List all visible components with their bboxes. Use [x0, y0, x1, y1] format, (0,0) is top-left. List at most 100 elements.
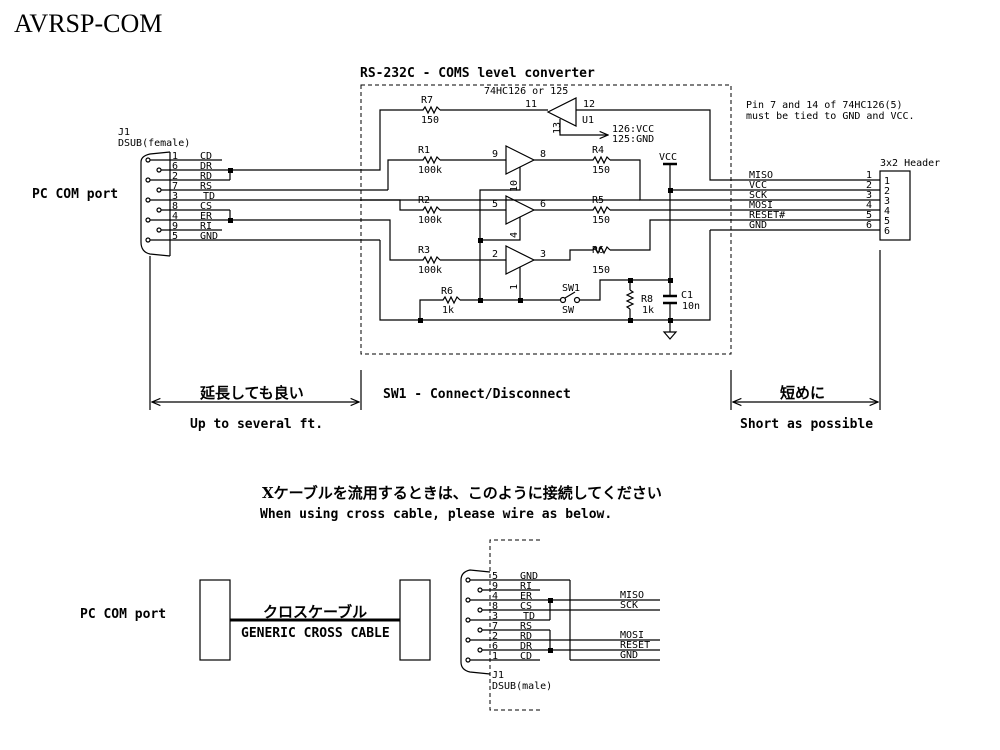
svg-text:CS: CS: [520, 601, 532, 612]
svg-text:SCK: SCK: [620, 600, 638, 611]
header-label: 3x2 Header: [880, 158, 940, 169]
svg-text:1k: 1k: [442, 305, 454, 316]
svg-text:RESET#: RESET#: [749, 210, 785, 221]
svg-text:1: 1: [492, 651, 498, 662]
switch-sw1: [559, 296, 567, 304]
svg-text:1: 1: [866, 170, 872, 181]
svg-text:RD: RD: [520, 631, 532, 642]
svg-text:10n: 10n: [682, 301, 700, 312]
svg-text:RD: RD: [200, 171, 212, 182]
svg-text:R2: R2: [418, 195, 430, 206]
svg-text:ER: ER: [200, 211, 213, 222]
switch-note: SW1 - Connect/Disconnect: [383, 387, 571, 402]
ground-icon: [662, 331, 678, 340]
svg-text:MISO: MISO: [749, 170, 773, 181]
cable-end-left: [199, 579, 231, 661]
junction: [418, 318, 423, 323]
cable-end-right: [399, 579, 431, 661]
svg-text:4: 4: [172, 211, 178, 222]
svg-text:3: 3: [866, 190, 872, 201]
svg-text:6: 6: [492, 641, 498, 652]
svg-text:150: 150: [592, 265, 610, 276]
power-note-line1: Pin 7 and 14 of 74HC126(5): [746, 100, 903, 111]
svg-text:MISO: MISO: [620, 590, 644, 601]
cross-note-en: When using cross cable, please wire as b…: [260, 507, 612, 522]
svg-text:RESET: RESET: [620, 640, 650, 651]
svg-text:3: 3: [884, 196, 890, 207]
svg-text:1k: 1k: [642, 305, 654, 316]
svg-text:4: 4: [509, 232, 520, 238]
svg-text:7: 7: [492, 621, 498, 632]
svg-text:GND: GND: [749, 220, 767, 231]
svg-text:4: 4: [884, 206, 890, 217]
resistor-symbol: [420, 205, 441, 215]
svg-text:R3: R3: [418, 245, 430, 256]
resistor-r8: [625, 289, 635, 310]
page-title: AVRSP-COM: [14, 9, 162, 38]
svg-text:6: 6: [866, 220, 872, 231]
svg-text:150: 150: [592, 165, 610, 176]
junction: [478, 298, 483, 303]
converter-heading: RS-232C - COMS level converter: [360, 66, 595, 81]
junction: [548, 648, 553, 653]
cross-pc-com-port-label: PC COM port: [80, 607, 166, 622]
right-en-note: Short as possible: [740, 417, 873, 432]
dsub-female-shell: [140, 151, 171, 257]
svg-text:R5: R5: [592, 195, 604, 206]
svg-text:R1: R1: [418, 145, 430, 156]
j1-male-ref: J1: [492, 670, 504, 681]
svg-text:6: 6: [540, 199, 546, 210]
resistor-symbol: [420, 105, 441, 115]
junction: [668, 188, 673, 193]
svg-text:5: 5: [884, 216, 890, 227]
svg-text:3: 3: [492, 611, 498, 622]
junction: [668, 318, 673, 323]
svg-text:3: 3: [172, 191, 178, 202]
u1-ref: U1: [582, 115, 594, 126]
svg-text:7: 7: [172, 181, 178, 192]
j1-type: DSUB(female): [118, 138, 190, 149]
svg-text:126:VCC: 126:VCC: [612, 124, 654, 135]
buffer-u1-reversed: [546, 97, 577, 127]
svg-text:3: 3: [540, 249, 546, 260]
junction: [518, 298, 523, 303]
svg-text:TD: TD: [523, 611, 535, 622]
svg-text:ER: ER: [520, 591, 533, 602]
svg-text:1: 1: [509, 284, 520, 290]
svg-text:150: 150: [421, 115, 439, 126]
svg-text:RI: RI: [200, 221, 212, 232]
svg-text:8: 8: [540, 149, 546, 160]
svg-text:CD: CD: [200, 151, 212, 162]
svg-text:150: 150: [592, 215, 610, 226]
svg-text:R7: R7: [421, 95, 433, 106]
svg-text:DR: DR: [200, 161, 213, 172]
svg-text:100k: 100k: [418, 265, 442, 276]
power-note-line2: must be tied to GND and VCC.: [746, 111, 915, 122]
svg-text:6: 6: [884, 226, 890, 237]
resistors: [420, 105, 611, 305]
svg-text:5: 5: [866, 210, 872, 221]
svg-text:11: 11: [525, 99, 537, 110]
resistor-symbol: [440, 295, 461, 305]
svg-text:125:GND: 125:GND: [612, 134, 654, 145]
junction: [548, 598, 553, 603]
svg-text:1: 1: [884, 176, 890, 187]
svg-text:10: 10: [509, 180, 520, 192]
svg-text:100k: 100k: [418, 215, 442, 226]
junction: [628, 318, 633, 323]
svg-text:CD: CD: [520, 651, 532, 662]
svg-text:4: 4: [866, 200, 872, 211]
svg-text:2: 2: [492, 249, 498, 260]
cable-en-label: GENERIC CROSS CABLE: [241, 626, 390, 641]
svg-text:5: 5: [492, 571, 498, 582]
switch-type: SW: [562, 305, 575, 316]
j1-ref: J1: [118, 127, 130, 138]
svg-text:2: 2: [172, 171, 178, 182]
svg-text:6: 6: [172, 161, 178, 172]
vcc-label: VCC: [659, 152, 677, 163]
